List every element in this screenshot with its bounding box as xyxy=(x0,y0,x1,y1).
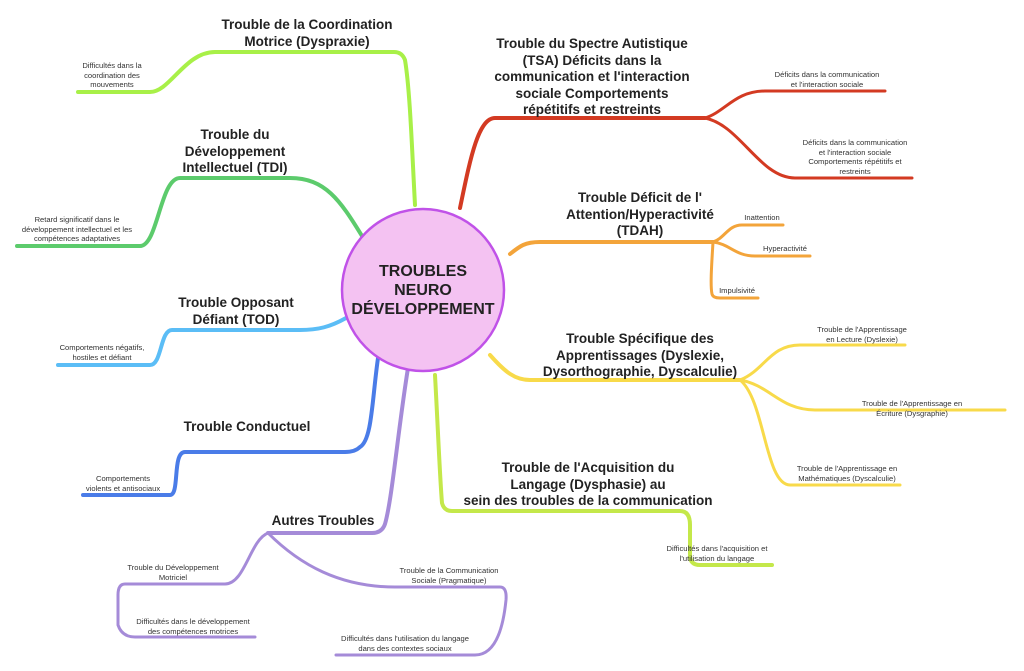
leaf-tdah-hyperactivite[interactable]: Hyperactivité xyxy=(763,244,807,253)
branch-line-conduct xyxy=(81,356,380,497)
branch-title-tsa[interactable]: Trouble du Spectre Autistique (TSA) Défi… xyxy=(494,36,690,117)
branch-line-app-3 xyxy=(738,378,902,487)
leaf-tdah-impulsivite[interactable]: Impulsivité xyxy=(719,286,755,295)
branch-line-tsa-2 xyxy=(703,116,914,180)
branch-line-autres-pragmatique xyxy=(266,531,508,657)
branch-line-app-1 xyxy=(738,343,907,382)
leaf-tsa-1[interactable]: Déficits dans la communication et l'inte… xyxy=(774,70,880,89)
branch-line-tod xyxy=(56,316,348,367)
leaf-tsa-2[interactable]: Déficits dans la communication et l'inte… xyxy=(802,138,908,176)
branch-line-autres-motriciel xyxy=(116,531,270,639)
leaf-dyspraxie[interactable]: Difficultés dans la coordination des mou… xyxy=(82,61,142,90)
branch-title-dyspraxie[interactable]: Trouble de la Coordination Motrice (Dysp… xyxy=(221,17,393,49)
branch-line-autres xyxy=(266,366,410,535)
leaf-autres-motriciel[interactable]: Trouble du Développement Motriciel xyxy=(127,563,219,582)
branch-title-tdah[interactable]: Trouble Déficit de l' Attention/Hyperact… xyxy=(566,190,714,238)
branch-line-tsa xyxy=(458,116,707,210)
branch-title-autres[interactable]: Autres Troubles xyxy=(271,513,375,528)
branch-line-tdah-1 xyxy=(711,223,785,244)
branch-line-langage xyxy=(433,373,774,567)
branch-line-dyspraxie xyxy=(76,50,417,207)
leaf-autres-langage-social[interactable]: Difficultés dans l'utilisation du langag… xyxy=(341,634,469,653)
branch-title-tod[interactable]: Trouble Opposant Défiant (TOD) xyxy=(178,295,294,327)
leaf-tdah-inattention[interactable]: Inattention xyxy=(744,213,780,222)
branch-line-app-2 xyxy=(738,378,1007,412)
leaf-langage[interactable]: Difficultés dans l'acquisition et l'util… xyxy=(666,544,768,563)
branch-title-conduct[interactable]: Trouble Conductuel xyxy=(183,419,311,434)
branch-line-tsa-1 xyxy=(703,89,887,120)
branch-line-tdah-3 xyxy=(709,240,760,300)
branch-line-apprentissages xyxy=(488,353,742,382)
branch-title-langage[interactable]: Trouble de l'Acquisition du Langage (Dys… xyxy=(463,460,713,508)
leaf-conduct[interactable]: Comportements violents et antisociaux xyxy=(85,474,161,493)
branch-line-tdah xyxy=(508,240,715,256)
leaf-autres-motrices[interactable]: Difficultés dans le développement des co… xyxy=(136,617,250,636)
leaf-app-ecriture[interactable]: Trouble de l'Apprentissage en Écriture (… xyxy=(861,399,963,418)
branch-line-tdah-2 xyxy=(711,240,812,258)
branch-title-apprentissages[interactable]: Trouble Spécifique des Apprentissages (D… xyxy=(542,331,738,379)
leaf-tod[interactable]: Comportements négatifs, hostiles et défi… xyxy=(59,343,145,362)
branch-line-tdi xyxy=(15,176,364,248)
leaf-app-lecture[interactable]: Trouble de l'Apprentissage en Lecture (D… xyxy=(817,325,907,344)
center-node-label: TROUBLES NEURO DÉVELOPPEMENT xyxy=(351,262,495,318)
leaf-tdi[interactable]: Retard significatif dans le développemen… xyxy=(21,215,133,244)
center-node[interactable] xyxy=(340,207,506,373)
branch-title-tdi[interactable]: Trouble du Développement Intellectuel (T… xyxy=(182,127,288,175)
leaf-autres-pragmatique[interactable]: Trouble de la Communication Sociale (Pra… xyxy=(399,566,499,585)
leaf-app-maths[interactable]: Trouble de l'Apprentissage en Mathématiq… xyxy=(796,464,898,483)
